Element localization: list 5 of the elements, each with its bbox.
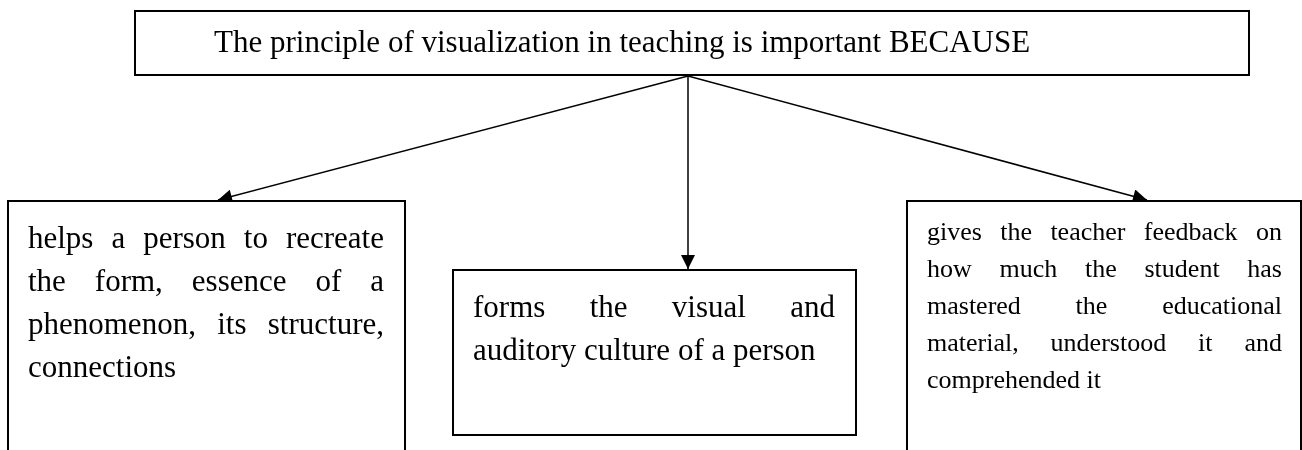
- text-box: The principle of visualization in teaching is important BECAUSE: [134, 10, 1250, 76]
- text-box: helps a person to recreate the form, essence of a phenomenon, its structure, connections: [7, 200, 406, 450]
- text-box: forms the visual and auditory culture of a person: [452, 269, 857, 436]
- text-box: gives the teacher feedback on how much the student has mastered the educational material, understood it and comprehended it: [906, 200, 1302, 450]
- arrow: [681, 75, 695, 270]
